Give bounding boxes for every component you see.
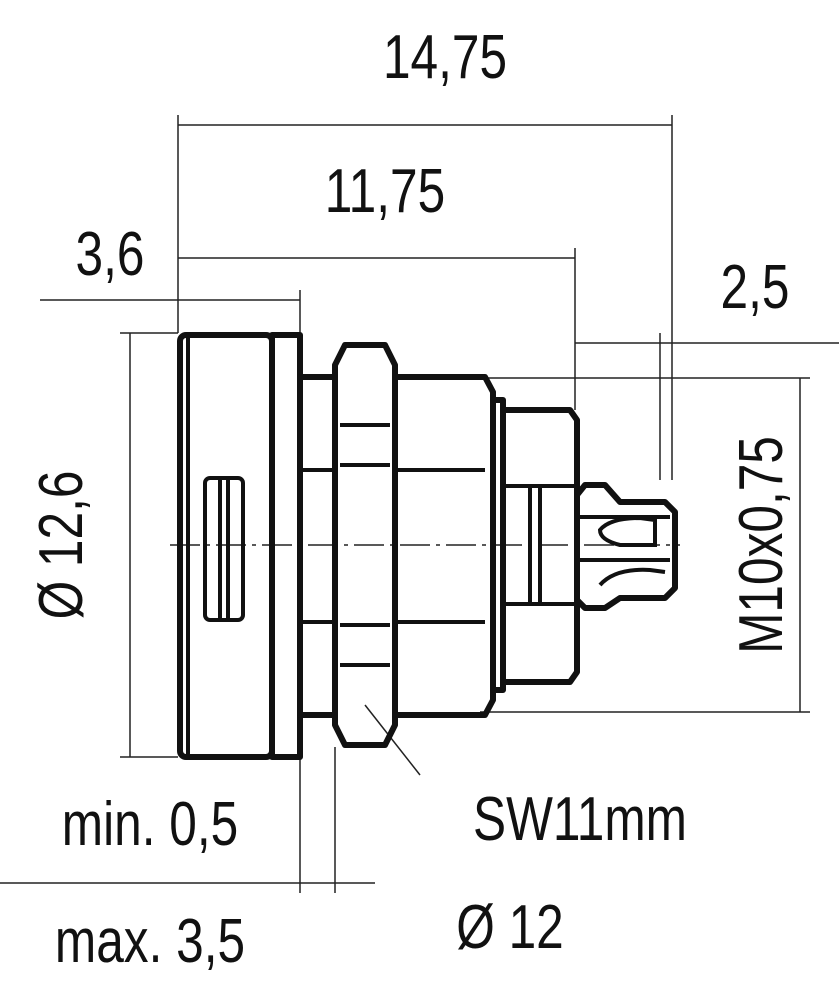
- overall-length-label: 14,75: [383, 22, 507, 92]
- flange-diameter-label: Ø 12,6: [26, 471, 96, 620]
- panel-min-label: min. 0,5: [62, 789, 238, 859]
- dimension-lines: [0, 115, 839, 893]
- dimension-labels: 14,75 11,75 3,6 2,5 M10x0,75 Ø 12,6 min.…: [26, 22, 796, 976]
- body-length-label: 11,75: [325, 156, 445, 226]
- connector-body: [177, 332, 678, 760]
- pin-length-label: 2,5: [721, 252, 790, 322]
- panel-max-label: max. 3,5: [55, 906, 245, 976]
- nut-diameter-label: Ø 12: [456, 892, 564, 962]
- thread-label: M10x0,75: [726, 436, 796, 654]
- flange-width-label: 3,6: [76, 219, 145, 289]
- wrench-size-label: SW11mm: [473, 784, 687, 854]
